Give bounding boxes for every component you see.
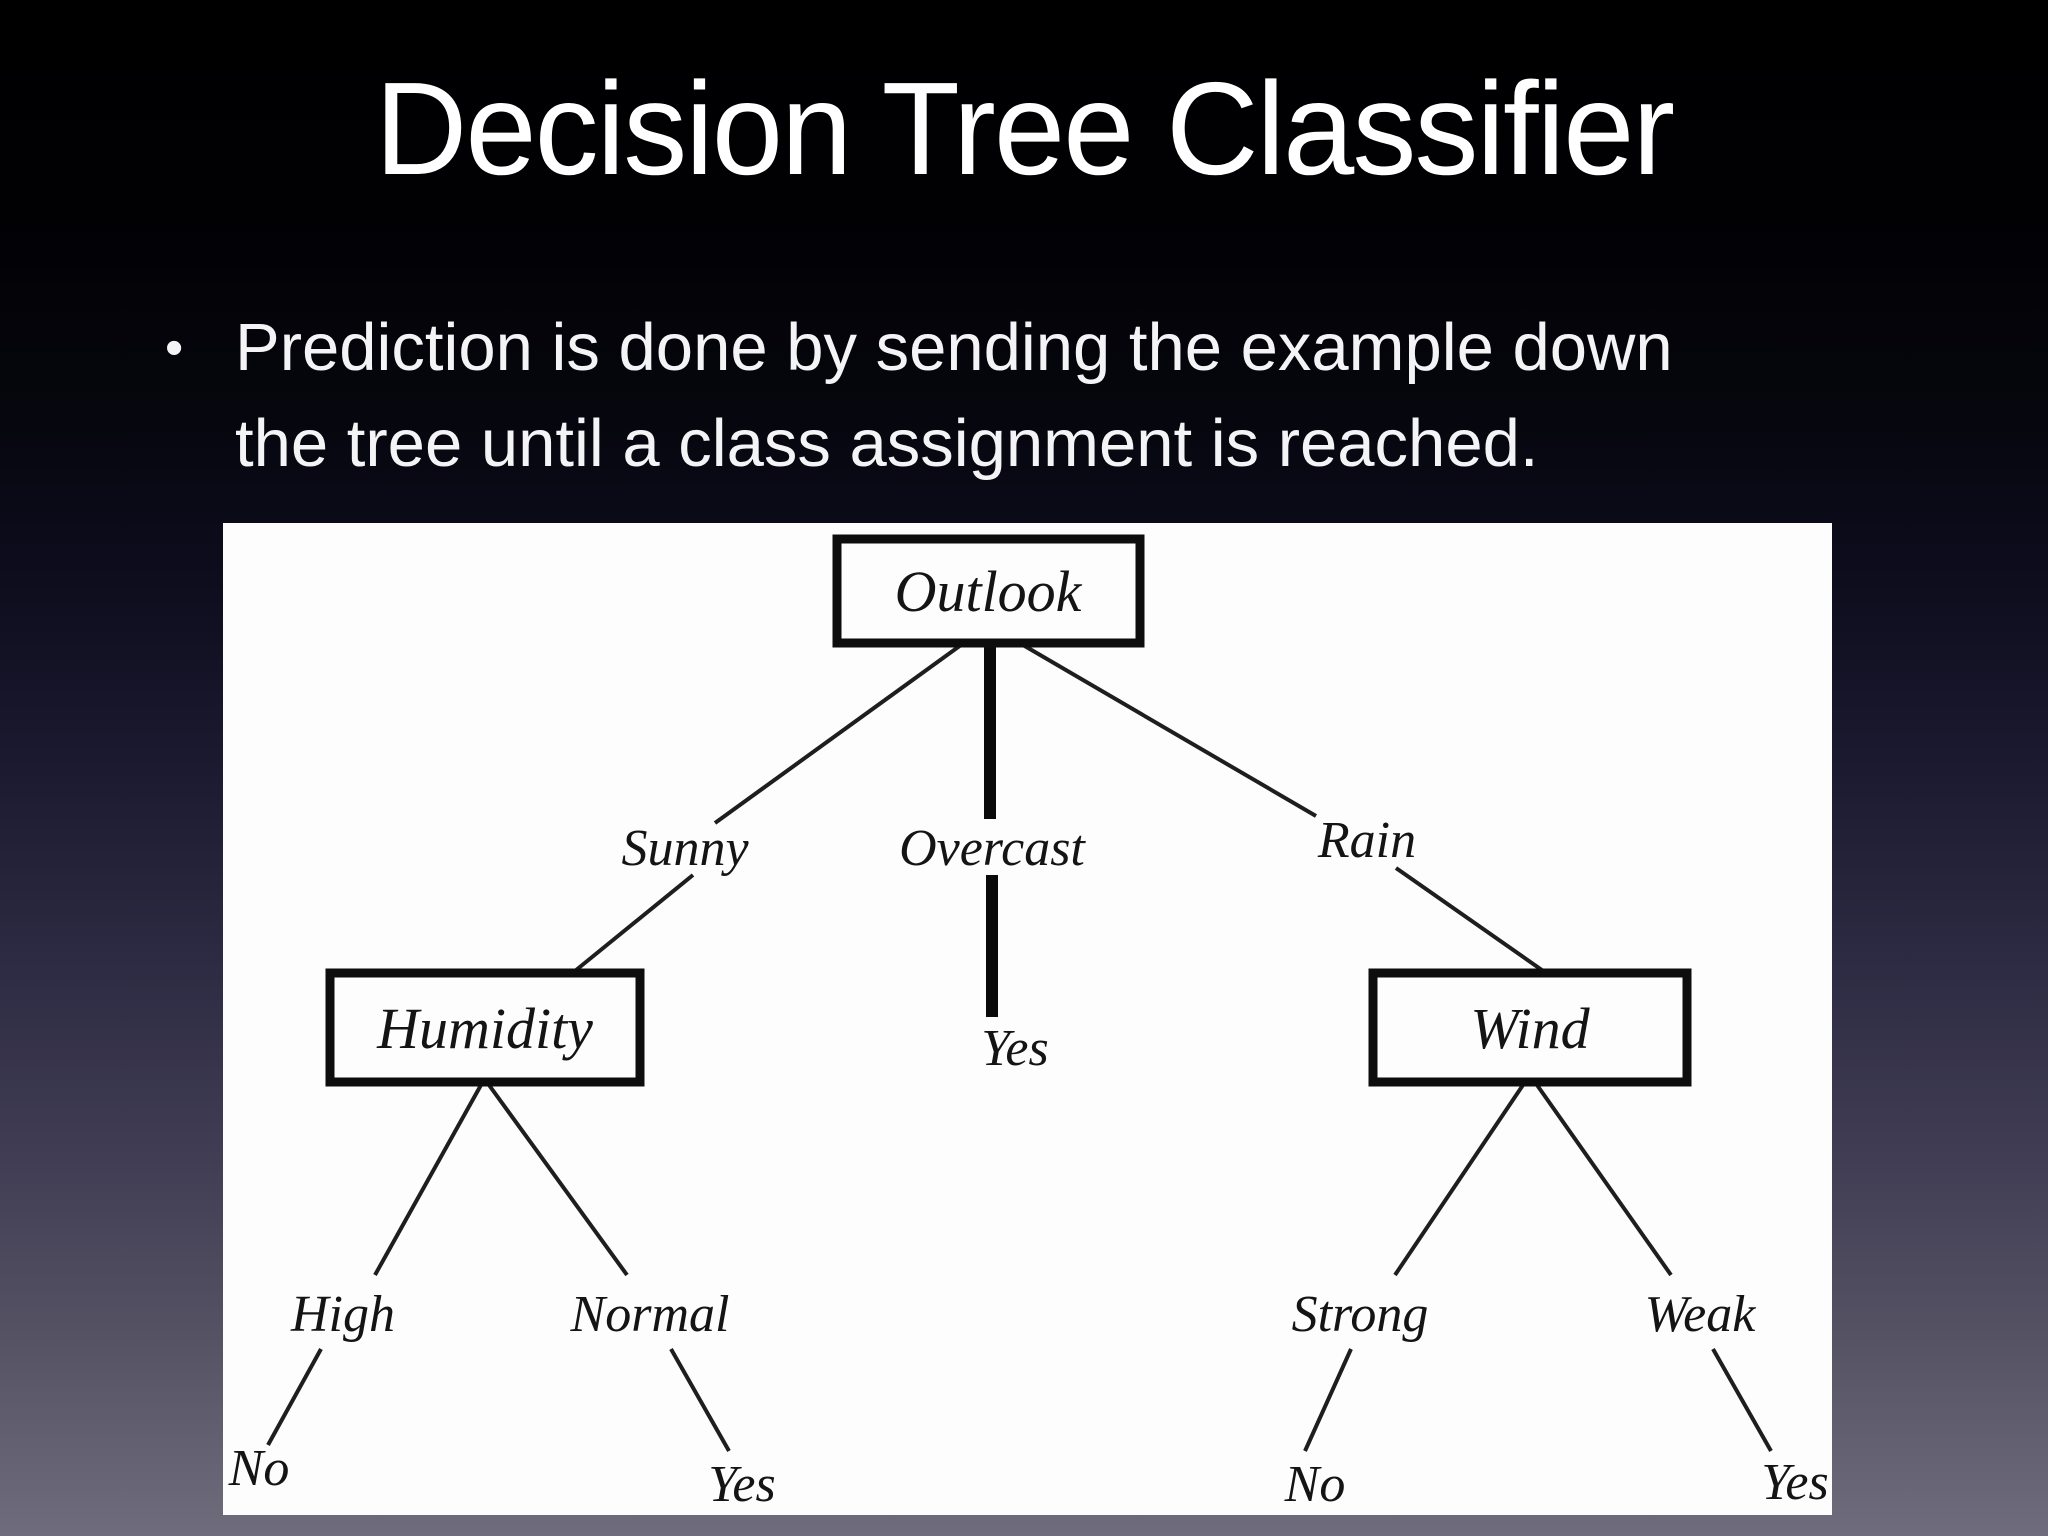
leaf-label-yes-normal: Yes [708,1456,775,1513]
leaf-label-no-strong: No [1284,1456,1346,1513]
decision-tree-figure: Outlook Humidity Wind Sunny Overcast Rai… [223,523,1832,1515]
decision-tree-svg: Outlook Humidity Wind Sunny Overcast Rai… [228,534,1829,1513]
edge-sunny-humidity [568,873,695,977]
edge-humidity-high [373,1084,483,1276]
branch-label-normal: Normal [570,1286,730,1343]
edge-high-no [266,1348,323,1446]
branch-label-sunny: Sunny [621,820,749,877]
branch-label-high: High [290,1286,395,1343]
humidity-node-box [325,968,645,1087]
outlook-node-label: Outlook [895,559,1083,624]
edge-outlook-rain [1021,643,1318,818]
bullet-line-1: Prediction is done by sending the exampl… [235,310,1673,385]
edge-normal-yes [669,1348,731,1452]
edge-strong-no [1303,1348,1353,1452]
edge-weak-yes [1711,1348,1773,1452]
edge-wind-weak [1535,1083,1673,1277]
branch-label-rain: Rain [1317,812,1416,869]
wind-node-label: Wind [1470,996,1590,1061]
bullet-line-2: the tree until a class assignment is rea… [235,406,1539,481]
edge-wind-strong [1393,1083,1525,1277]
edge-outlook-sunny [713,643,963,825]
bullet-block: • Prediction is done by sending the exam… [165,300,1925,492]
edge-humidity-normal [487,1083,629,1277]
branch-label-strong: Strong [1292,1286,1429,1343]
leaf-label-yes-weak: Yes [1761,1454,1828,1511]
leaf-label-yes-overcast: Yes [981,1020,1048,1077]
bullet-text: Prediction is done by sending the exampl… [235,300,1673,492]
humidity-node-label: Humidity [376,996,593,1061]
edge-rain-wind [1394,866,1551,977]
slide-title: Decision Tree Classifier [374,54,1675,202]
bullet-marker: • [165,319,184,377]
leaf-label-no-high: No [228,1440,290,1497]
branch-label-overcast: Overcast [899,820,1086,877]
outlook-node-box [832,534,1145,648]
branch-label-weak: Weak [1645,1286,1757,1343]
wind-node-box [1368,968,1692,1087]
